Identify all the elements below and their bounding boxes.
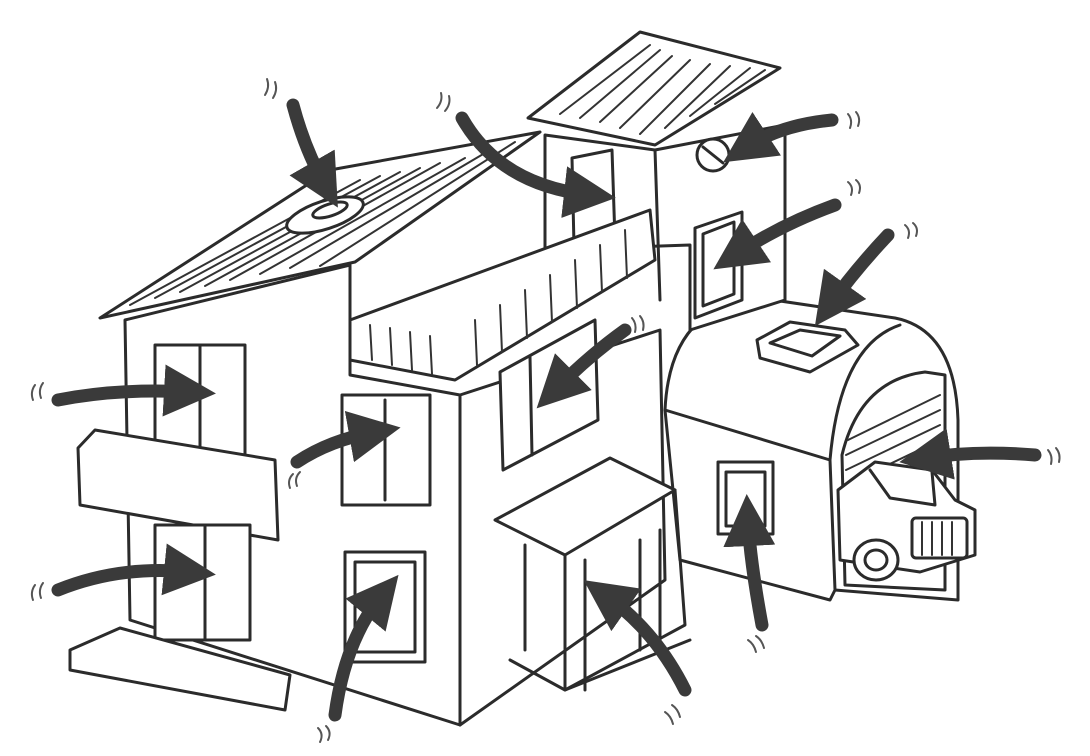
upper-balcony (348, 208, 657, 382)
car (836, 460, 977, 582)
left-balcony (76, 428, 280, 542)
arrow-middle-upper-window (290, 410, 401, 469)
arrow-garage-skylight (814, 228, 895, 327)
lower-left-door (153, 523, 252, 642)
arrow-roof (286, 98, 338, 208)
arrow-upper-left-door (51, 364, 216, 417)
arrow-entrance (583, 580, 692, 697)
arrow-tower-door (455, 111, 616, 218)
arrow-vent (723, 111, 839, 163)
arrow-garage-door (899, 428, 1042, 480)
arrow-garage-window (723, 494, 776, 632)
motion-marks (30, 78, 1061, 743)
arrow-right-window (536, 323, 632, 409)
arrow-middle-lower-window (328, 574, 399, 722)
front-step (68, 626, 292, 712)
tower-roof (526, 30, 782, 147)
arrows (51, 98, 1042, 722)
car-wheel (852, 538, 900, 582)
arrow-lower-left-door (51, 543, 216, 597)
arrow-tower-window (713, 198, 842, 270)
